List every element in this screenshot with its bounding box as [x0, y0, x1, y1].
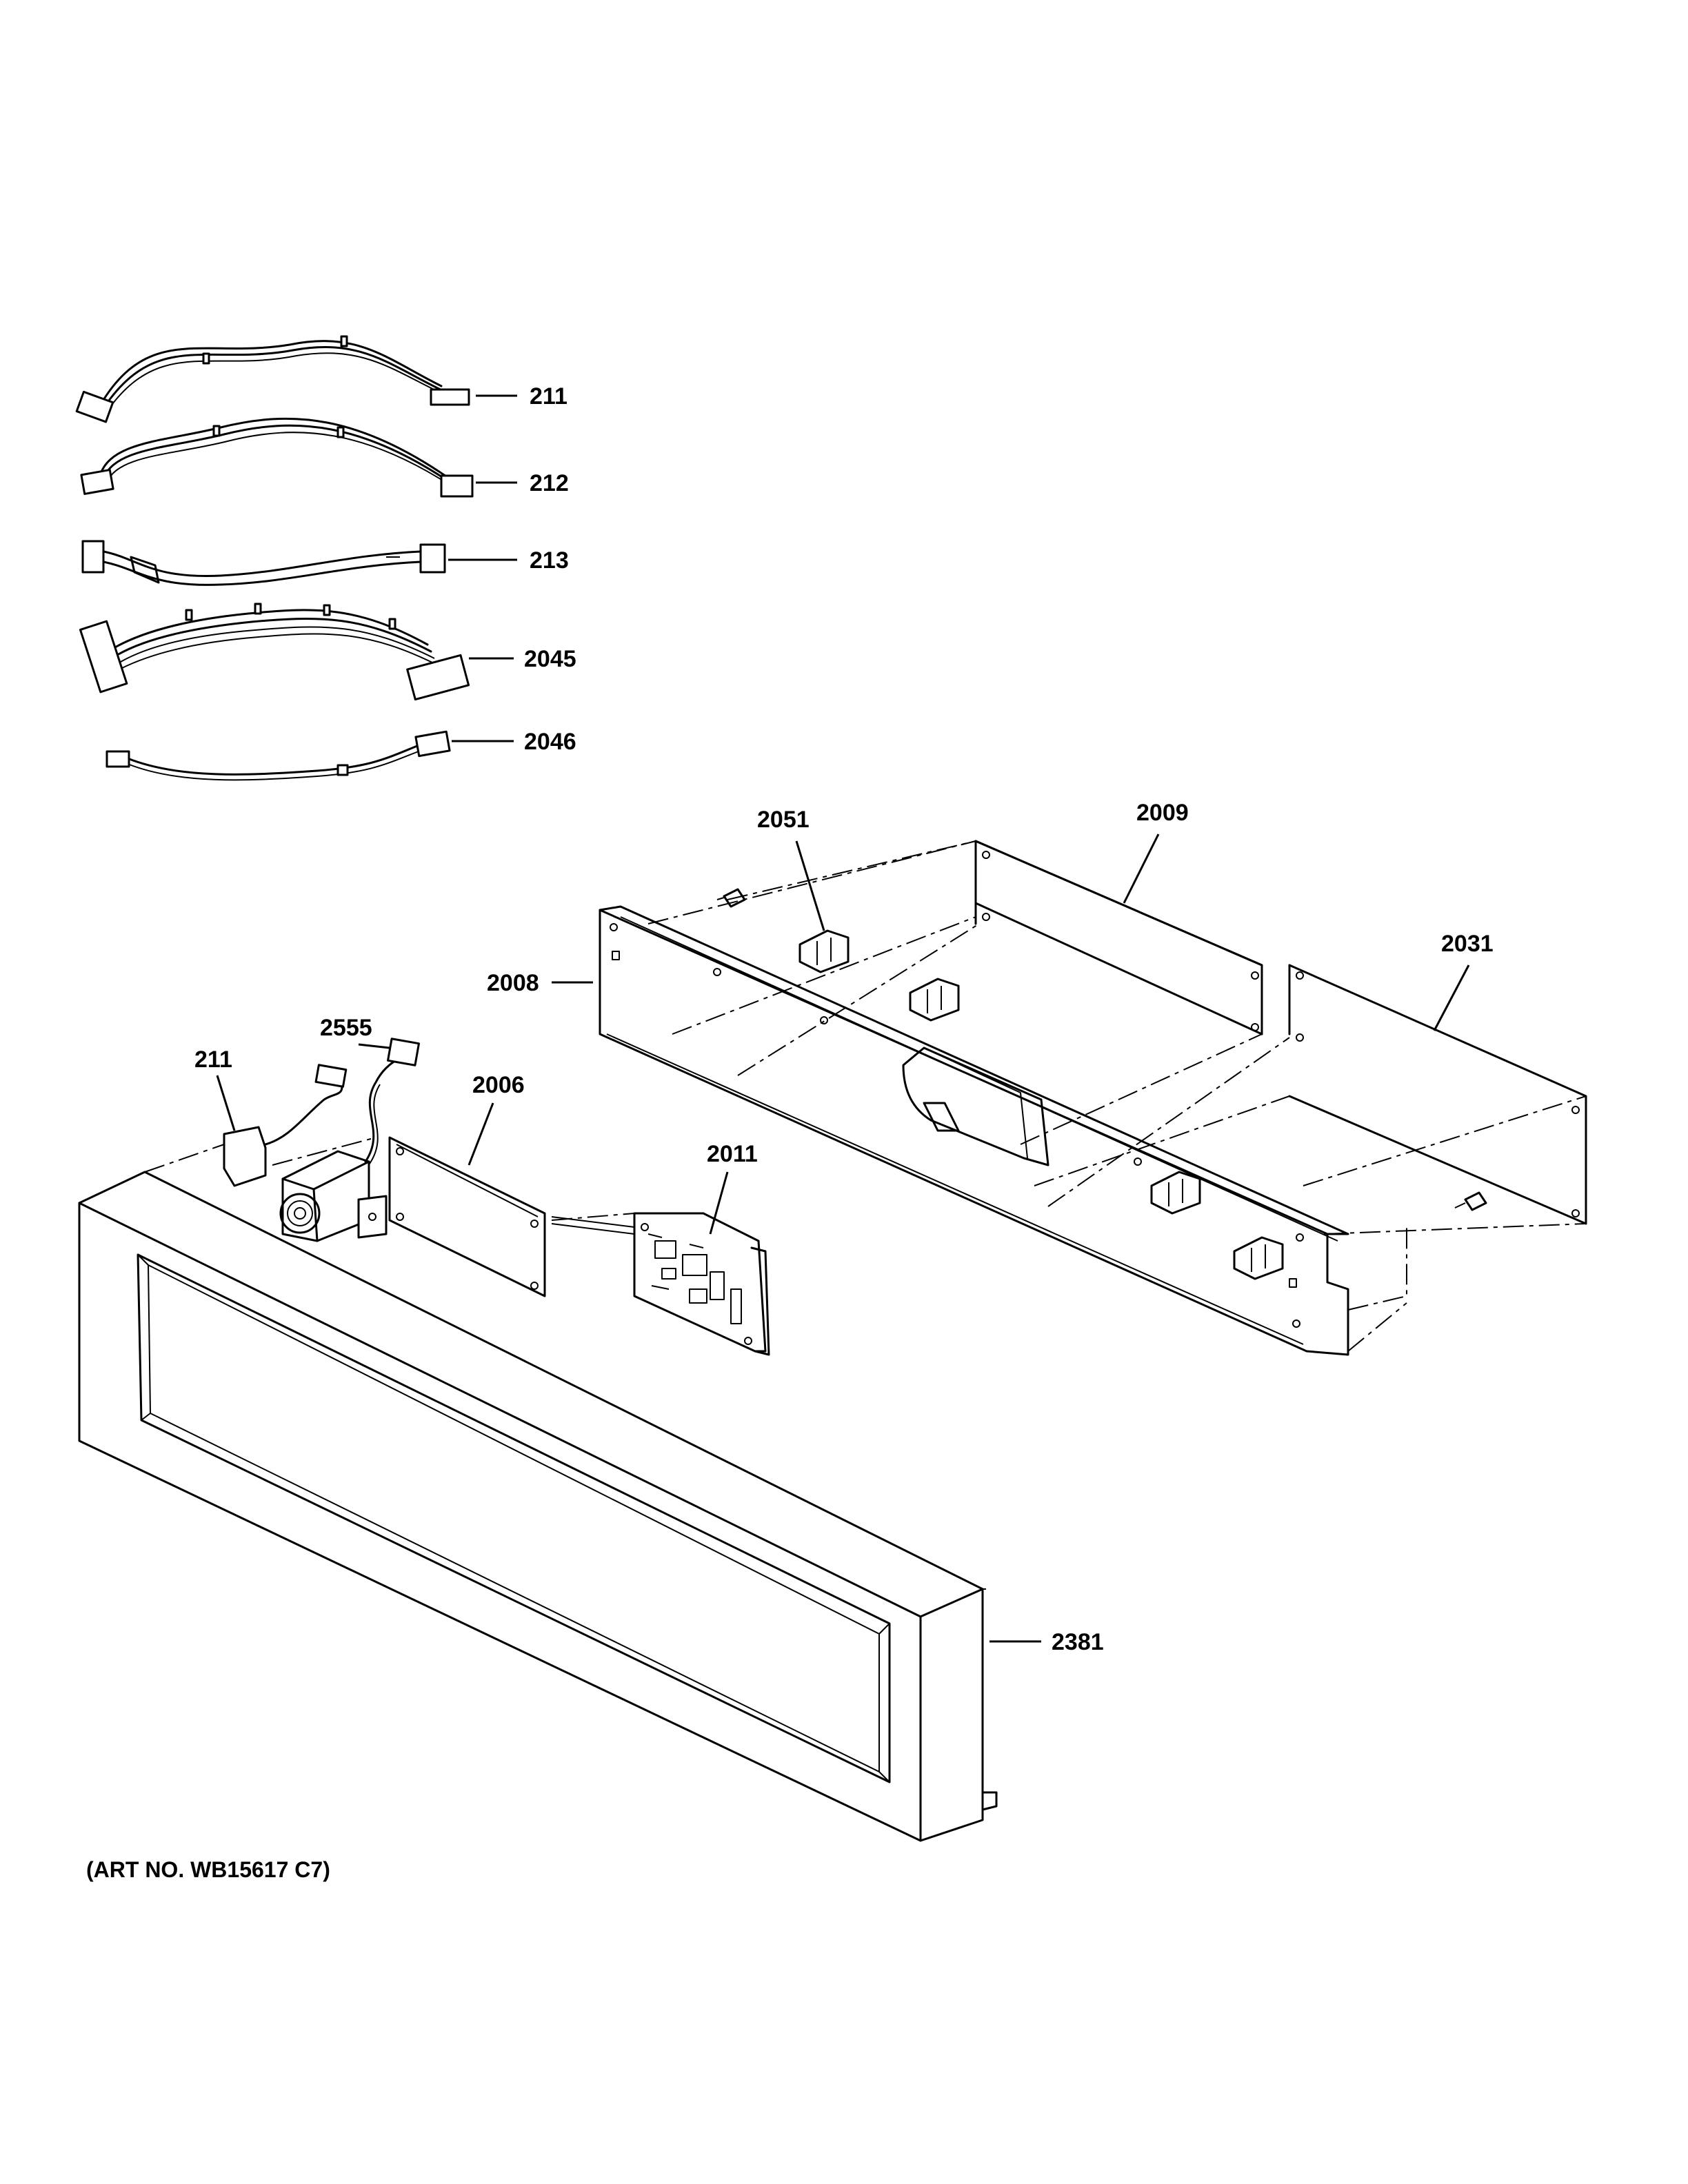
harness-211[interactable]: [75, 335, 470, 423]
harness-2046[interactable]: [106, 730, 451, 781]
callout-2009: 2009: [1136, 800, 1189, 826]
circuit-board-2006[interactable]: [388, 1136, 546, 1297]
callout-213: 213: [530, 547, 569, 574]
buzzer-2555[interactable]: [279, 1038, 420, 1242]
clip-2051-c[interactable]: [1150, 1171, 1201, 1215]
callout-2051: 2051: [757, 807, 810, 833]
assembly-lines: [144, 840, 1587, 1352]
panel-2009[interactable]: [974, 840, 1263, 1035]
callout-211-lower: 211: [194, 1046, 232, 1073]
clip-2051-d[interactable]: [1233, 1236, 1284, 1280]
callout-2045: 2045: [524, 646, 576, 672]
callout-2008: 2008: [487, 970, 539, 996]
screw-top: [716, 888, 746, 908]
callout-211-top: 211: [530, 383, 567, 410]
callout-2046: 2046: [524, 729, 576, 755]
callout-2011: 2011: [707, 1141, 758, 1167]
harness-212[interactable]: [80, 417, 474, 498]
leader-lines: [216, 394, 1470, 1643]
callout-2006: 2006: [472, 1072, 525, 1098]
callout-2555: 2555: [320, 1015, 372, 1041]
clip-2051-b[interactable]: [909, 978, 960, 1022]
harness-213[interactable]: [81, 540, 446, 586]
harness-2045[interactable]: [79, 603, 470, 701]
front-panel-2381[interactable]: [78, 1171, 998, 1842]
callout-2031: 2031: [1441, 931, 1494, 957]
callout-2381: 2381: [1052, 1629, 1104, 1655]
panel-2031[interactable]: [1288, 964, 1587, 1225]
art-number: (ART NO. WB15617 C7): [86, 1857, 330, 1882]
screw-right: [1454, 1191, 1487, 1211]
connector-211[interactable]: [223, 1064, 348, 1187]
callout-212: 212: [530, 470, 569, 496]
clip-2051-a[interactable]: [798, 929, 850, 973]
control-board-2011[interactable]: [551, 1212, 770, 1356]
